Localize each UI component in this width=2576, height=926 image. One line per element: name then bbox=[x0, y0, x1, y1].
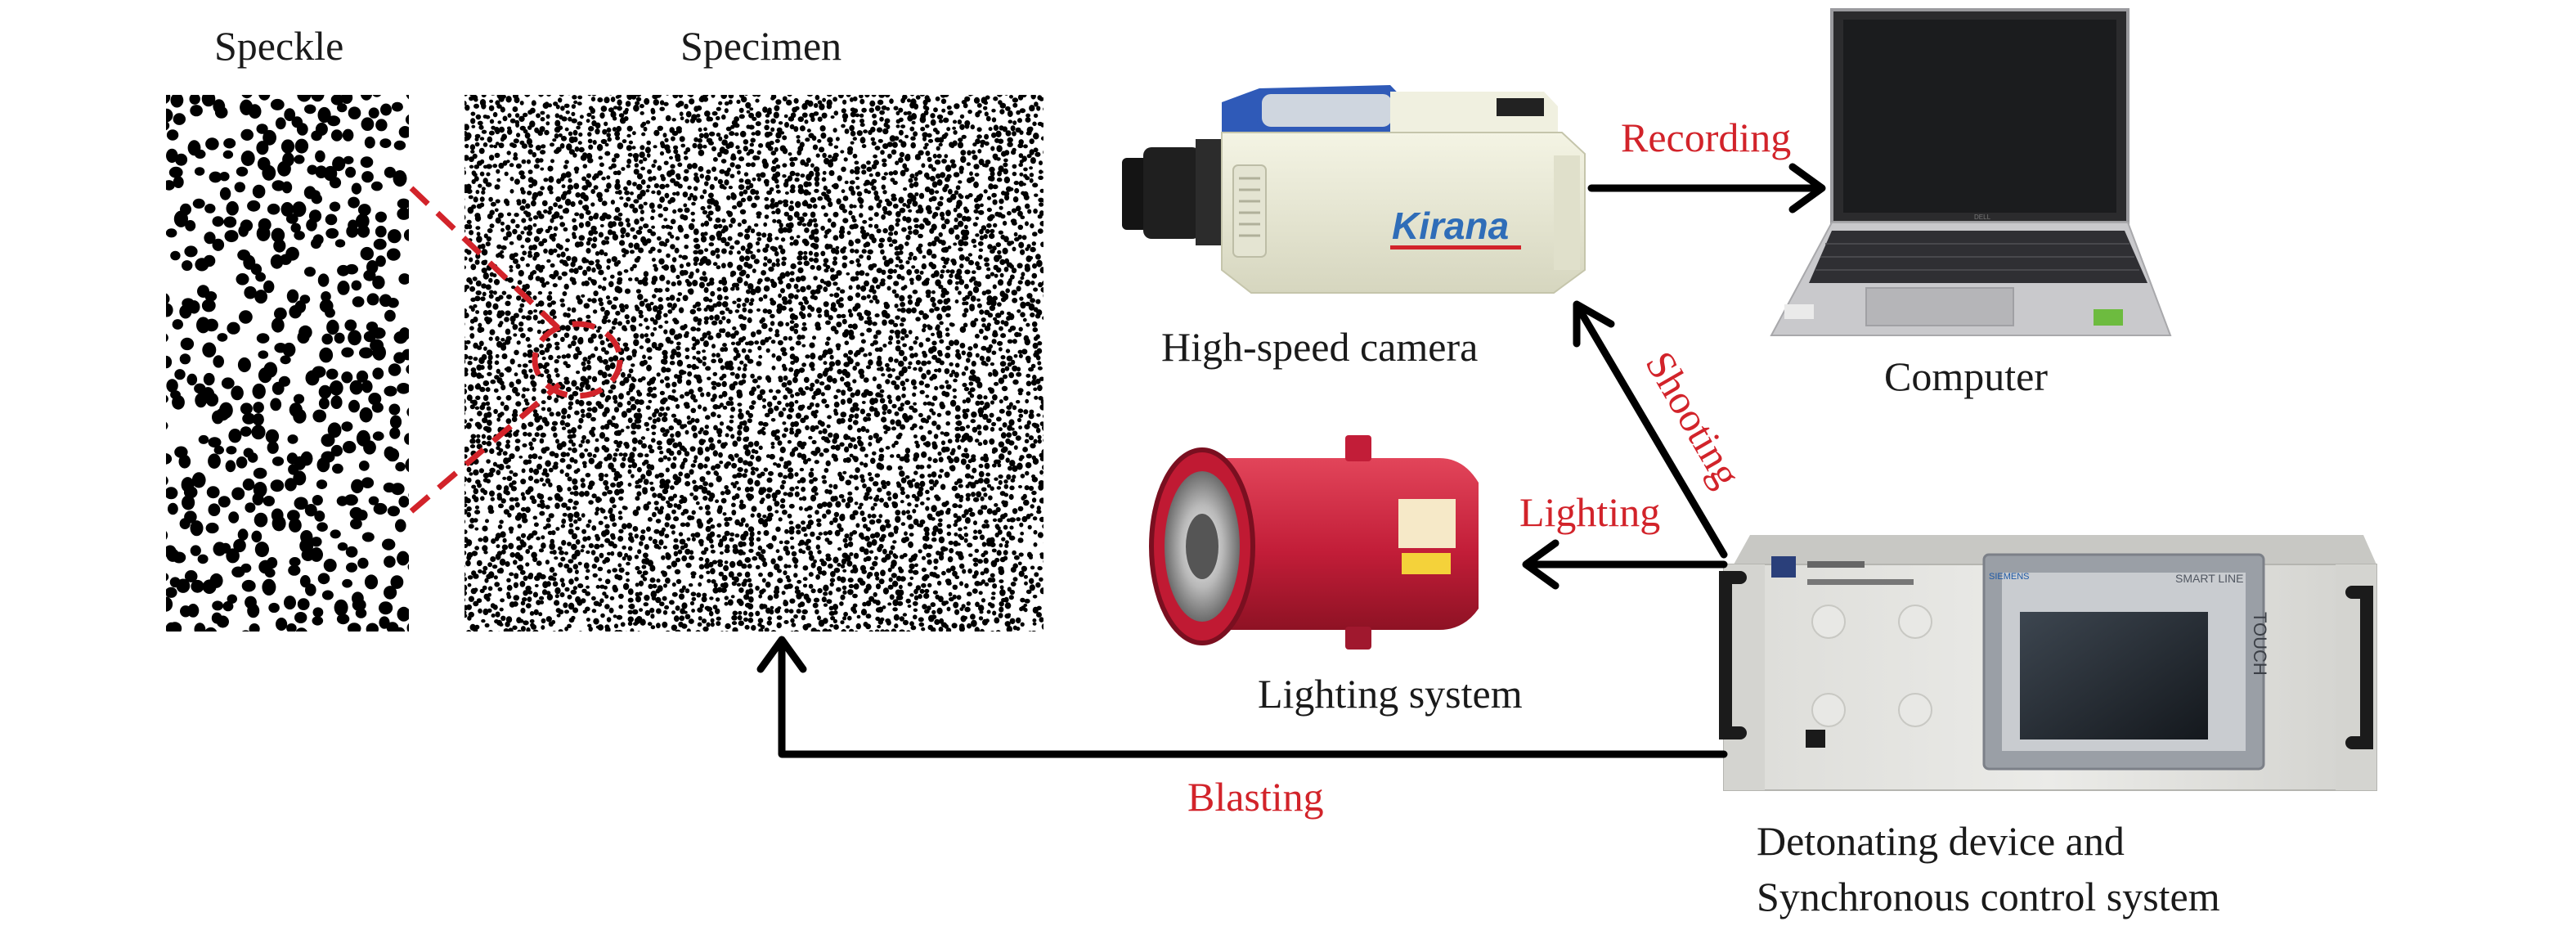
specimen-image bbox=[464, 95, 1043, 632]
control-system-image: SIEMENS SMART LINE TOUCH bbox=[1719, 535, 2377, 791]
recording-label: Recording bbox=[1621, 115, 1792, 160]
computer-label: Computer bbox=[1884, 353, 2048, 399]
arrow-recording bbox=[1587, 163, 1826, 214]
lighting-system-label: Lighting system bbox=[1258, 671, 1523, 717]
blasting-label: Blasting bbox=[1187, 774, 1324, 820]
zoom-indicator bbox=[409, 186, 623, 514]
control-system-label-line2: Synchronous control system bbox=[1757, 874, 2220, 919]
arrows bbox=[756, 163, 1826, 758]
camera-label: High-speed camera bbox=[1161, 324, 1479, 370]
panel-touch-text: TOUCH bbox=[2250, 612, 2270, 676]
control-system-label-line1: Detonating device and bbox=[1757, 818, 2125, 864]
arrow-blasting bbox=[756, 636, 1728, 758]
zoom-region-ellipse bbox=[532, 321, 623, 399]
camera-brand-text: Kirana bbox=[1392, 205, 1509, 247]
panel-brand-text: SIEMENS bbox=[1989, 572, 2030, 582]
arrow-lighting bbox=[1522, 539, 1728, 590]
lighting-system-image bbox=[1149, 435, 1479, 650]
speckle-label: Speckle bbox=[214, 23, 344, 69]
high-speed-camera-image: Kirana bbox=[1122, 85, 1586, 294]
arrow-shooting bbox=[1573, 300, 1728, 559]
lighting-label: Lighting bbox=[1519, 489, 1661, 535]
panel-model-text: SMART LINE bbox=[2175, 572, 2244, 585]
specimen-label: Specimen bbox=[680, 23, 842, 69]
computer-image: DELL bbox=[1770, 8, 2172, 336]
zoom-line-lower bbox=[409, 382, 562, 514]
speckle-pattern-image bbox=[166, 95, 409, 632]
